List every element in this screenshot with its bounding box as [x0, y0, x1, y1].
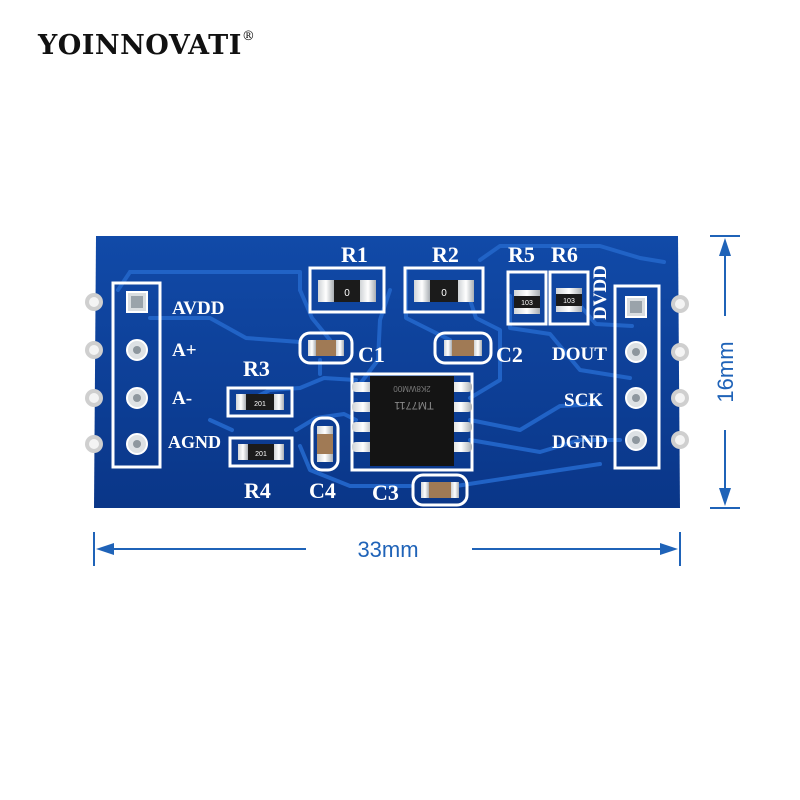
r5-marking: 103: [521, 300, 533, 307]
left-edge-pins: [85, 293, 103, 453]
right-header-outline: [613, 284, 661, 470]
chip-marking-line2: 2K8WM00: [393, 384, 431, 393]
pin-label-sck: SCK: [564, 390, 603, 411]
pin-label-dgnd: DGND: [552, 432, 608, 453]
label-c4: C4: [309, 478, 336, 503]
pin-label-dout: DOUT: [552, 344, 607, 365]
pin-label-avdd: AVDD: [172, 298, 224, 319]
right-edge-pins: [671, 295, 689, 449]
label-c3: C3: [372, 480, 399, 505]
pin-label-dvdd: DVDD: [590, 265, 611, 320]
label-r1: R1: [341, 242, 368, 267]
pin-label-a-minus: A-: [172, 388, 192, 409]
label-r2: R2: [432, 242, 459, 267]
r4-marking: 201: [255, 451, 267, 458]
label-r4: R4: [244, 478, 271, 503]
pin-label-agnd: AGND: [168, 432, 221, 452]
brand-name: YOINNOVATI: [38, 30, 242, 61]
left-header-pads: [126, 291, 148, 455]
dimension-height: [710, 235, 740, 509]
resistor-r3: 201: [226, 386, 294, 418]
right-header-pads: [625, 296, 647, 451]
dimension-width-label: 33mm: [357, 537, 418, 562]
pin-label-a-plus: A+: [172, 340, 197, 361]
label-r6: R6: [551, 242, 578, 267]
capacitor-c4: [310, 416, 340, 472]
capacitor-c1: [298, 331, 354, 365]
brand-logo: YOINNOVATI®: [38, 29, 256, 61]
resistor-r2: 0: [403, 266, 485, 314]
pcb-board: AVDD A+ A- AGND DVDD DOUT SCK DGND 0 R1 …: [85, 236, 689, 508]
r6-marking: 103: [563, 298, 575, 305]
resistor-r1: 0: [308, 266, 386, 314]
label-c2: C2: [496, 342, 523, 367]
r1-marking: 0: [344, 288, 350, 299]
label-r3: R3: [243, 356, 270, 381]
resistor-r4: 201: [228, 436, 294, 468]
capacitor-c2: [433, 331, 493, 365]
label-c1: C1: [358, 342, 385, 367]
dimension-width: [93, 532, 681, 566]
label-r5: R5: [508, 242, 535, 267]
capacitor-c3: [411, 473, 469, 507]
adc-chip: TM7711 2K8WM00: [350, 372, 474, 472]
resistor-r5: 103: [506, 270, 548, 326]
dimension-height-label: 16mm: [713, 341, 738, 402]
registered-mark: ®: [241, 29, 256, 44]
chip-marking-line1: TM7711: [394, 399, 434, 411]
left-header-outline: [111, 281, 162, 469]
resistor-r6: 103: [548, 270, 590, 326]
r2-marking: 0: [441, 288, 447, 299]
r3-marking: 201: [254, 401, 266, 408]
